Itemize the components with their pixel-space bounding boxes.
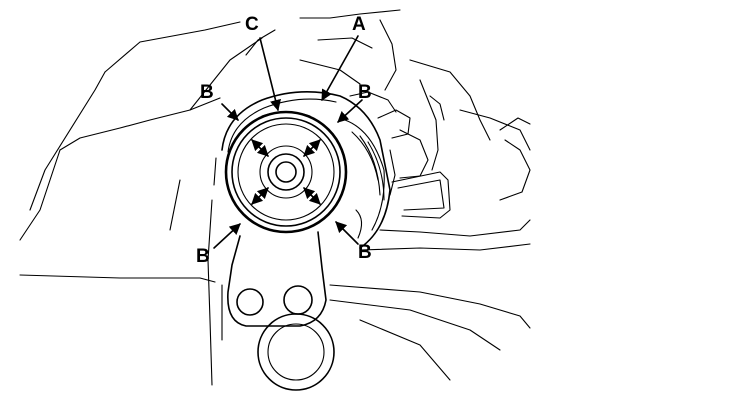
hub-arrows (251, 139, 321, 205)
mount-hole-left (236, 288, 264, 316)
lower-boss (257, 313, 335, 391)
tensioner-arm (227, 231, 327, 327)
pulley (224, 110, 348, 234)
label-b-top-left: B (200, 82, 214, 103)
label-b-bottom-right: B (358, 242, 372, 263)
pulley-outer-rim (224, 110, 348, 234)
mount-hole-right (283, 285, 313, 315)
center-bolt (267, 153, 305, 191)
background-outlines (19, 9, 531, 386)
bracket-arch (213, 91, 391, 249)
leader-lines (213, 35, 363, 249)
label-b-top-right: B (358, 82, 372, 103)
label-b-bottom-left: B (196, 246, 210, 267)
label-a: A (352, 14, 366, 35)
label-c: C (245, 14, 259, 35)
callout-labels: C A B B B B (196, 14, 372, 267)
